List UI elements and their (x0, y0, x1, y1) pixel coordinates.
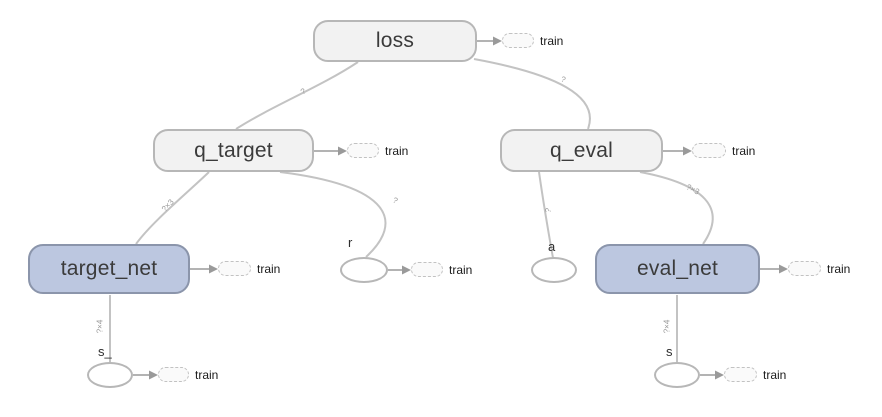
edge-q_eval-loss (473, 58, 591, 130)
edge-q_target-loss (235, 61, 359, 130)
train-arrow-eval_net (760, 264, 788, 274)
train-annotation-target_net[interactable] (218, 261, 251, 276)
node-eval_net-label: eval_net (637, 257, 718, 280)
node-s-label: s (666, 344, 673, 359)
train-annotation-q_target[interactable] (347, 143, 379, 158)
train-arrow-s_ (133, 370, 158, 380)
node-target_net[interactable]: target_net (28, 244, 190, 294)
node-q_target-label: q_target (194, 138, 273, 162)
train-arrow-target_net (190, 264, 218, 274)
edge-r-q_target (279, 171, 387, 258)
node-s_[interactable] (87, 362, 133, 388)
edge-shape-label-s-eval_net: ?×4 (662, 319, 672, 334)
train-annotation-q_target-label: train (385, 144, 409, 158)
node-q_eval[interactable]: q_eval (500, 129, 663, 172)
train-arrow-q_target (314, 146, 347, 156)
node-r[interactable] (340, 257, 388, 283)
edge-eval_net-q_eval (639, 171, 714, 245)
node-a[interactable] (531, 257, 577, 283)
node-loss-label: loss (375, 29, 415, 52)
train-annotation-r-label: train (449, 263, 473, 277)
train-annotation-loss-label: train (540, 34, 564, 48)
node-s[interactable] (654, 362, 700, 388)
train-annotation-s_[interactable] (158, 367, 189, 382)
node-target_net-label: target_net (60, 257, 158, 280)
node-q_target[interactable]: q_target (153, 129, 314, 172)
node-r-label: r (348, 235, 353, 250)
train-annotation-eval_net[interactable] (788, 261, 821, 276)
node-loss[interactable]: loss (313, 20, 477, 62)
train-annotation-q_eval[interactable] (692, 143, 726, 158)
train-annotation-q_eval-label: train (732, 144, 756, 158)
train-annotation-eval_net-label: train (827, 262, 851, 276)
train-annotation-r[interactable] (411, 262, 443, 277)
node-q_eval-label: q_eval (549, 138, 614, 162)
node-s_-label: s_ (98, 344, 112, 359)
train-annotation-s[interactable] (724, 367, 757, 382)
edge-target_net-q_target (135, 171, 210, 245)
edge-shape-label-s_-target_net: ?×4 (95, 319, 105, 334)
train-arrow-s (700, 370, 724, 380)
edge-a-q_eval (538, 171, 554, 259)
train-annotation-s-label: train (763, 368, 787, 382)
train-annotation-loss[interactable] (502, 33, 534, 48)
train-arrow-q_eval (663, 146, 692, 156)
node-a-label: a (548, 239, 556, 254)
train-arrow-loss (477, 36, 502, 46)
train-annotation-target_net-label: train (257, 262, 281, 276)
node-eval_net[interactable]: eval_net (595, 244, 760, 294)
train-annotation-s_-label: train (195, 368, 219, 382)
train-arrow-r (388, 265, 411, 275)
